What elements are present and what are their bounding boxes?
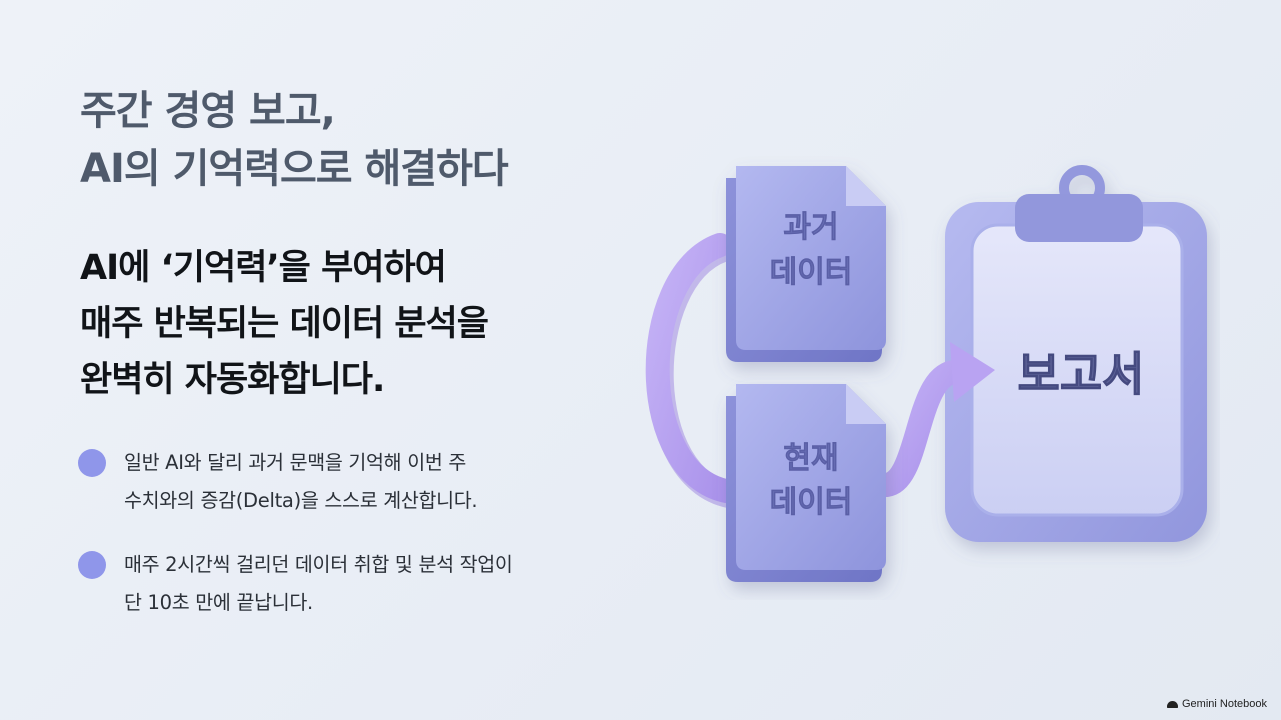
current-data-label-2: 데이터 <box>770 485 853 520</box>
watermark: Gemini Notebook <box>1167 698 1267 710</box>
current-data-document <box>726 384 886 582</box>
past-data-document <box>726 166 886 362</box>
current-data-label-1: 현재 <box>783 441 838 476</box>
bullet-2-line-2: 단 10초 만에 끝납니다. <box>124 591 313 614</box>
bullet-dot-icon <box>78 551 106 579</box>
report-illustration: 보고서 과거 데이터 현재 데이터 <box>645 165 1207 582</box>
list-item: 일반 AI와 달리 과거 문맥을 기억해 이번 주 수치와의 증감(Delta)… <box>78 444 513 520</box>
lead-line-3: 완벽히 자동화합니다. <box>80 360 385 400</box>
loop-arrow <box>645 233 748 509</box>
to-report-arrow <box>873 342 995 497</box>
report-label: 보고서 <box>1018 347 1145 401</box>
list-item: 매주 2시간씩 걸리던 데이터 취합 및 분석 작업이 단 10초 만에 끝납니… <box>78 546 513 622</box>
bullet-1-line-1: 일반 AI와 달리 과거 문맥을 기억해 이번 주 <box>124 451 467 474</box>
past-data-label-2: 데이터 <box>770 255 853 290</box>
bullet-list: 일반 AI와 달리 과거 문맥을 기억해 이번 주 수치와의 증감(Delta)… <box>78 444 513 648</box>
headline-line-1: 주간 경영 보고, <box>80 88 336 134</box>
headline: 주간 경영 보고, AI의 기억력으로 해결하다 <box>80 82 509 198</box>
bullet-2-line-1: 매주 2시간씩 걸리던 데이터 취합 및 분석 작업이 <box>124 553 513 576</box>
lead-line-2: 매주 반복되는 데이터 분석을 <box>80 304 489 344</box>
lead-line-1: AI에 ‘기억력’을 부여하여 <box>80 248 447 288</box>
bullet-1-line-2: 수치와의 증감(Delta)을 스스로 계산합니다. <box>124 489 478 512</box>
headline-line-2: AI의 기억력으로 해결하다 <box>80 146 509 192</box>
lead-statement: AI에 ‘기억력’을 부여하여 매주 반복되는 데이터 분석을 완벽히 자동화합… <box>80 240 489 408</box>
gemini-notebook-icon <box>1167 700 1178 708</box>
past-data-label-1: 과거 <box>783 210 838 245</box>
watermark-text: Gemini Notebook <box>1182 698 1267 710</box>
bullet-dot-icon <box>78 449 106 477</box>
report-clipboard <box>945 165 1207 542</box>
